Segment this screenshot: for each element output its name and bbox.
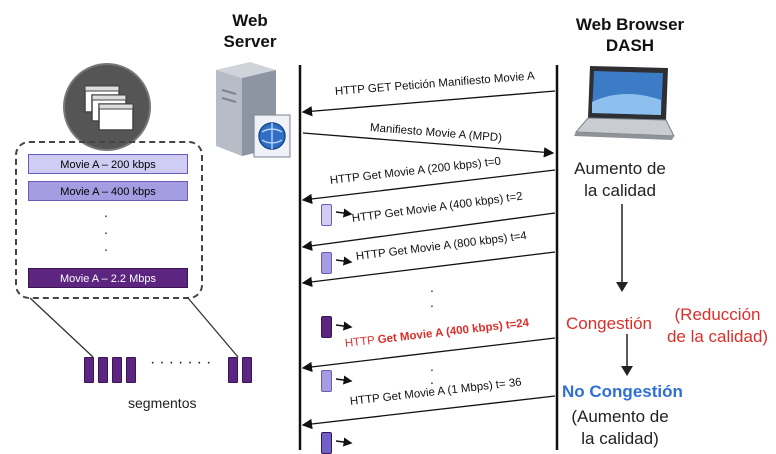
ellipsis-dot: . bbox=[104, 204, 108, 220]
segment bbox=[98, 357, 108, 383]
aumento-calidad-label: Aumento de la calidad bbox=[560, 158, 680, 202]
web-server-title-line1: Web bbox=[232, 11, 268, 30]
segment bbox=[126, 357, 136, 383]
segment-ellipsis: ······· bbox=[150, 354, 216, 371]
representation-2200: Movie A – 2.2 Mbps bbox=[28, 268, 188, 288]
reduccion-calidad-label: (Reducción de la calidad) bbox=[660, 304, 775, 348]
segment bbox=[228, 357, 238, 383]
down-arrow bbox=[621, 334, 633, 376]
segment bbox=[242, 357, 252, 383]
segment bbox=[84, 357, 94, 383]
down-arrow bbox=[616, 204, 628, 292]
no-congestion-label: No Congestión bbox=[562, 382, 683, 401]
received-segment bbox=[321, 370, 332, 392]
reduccion-line2: de la calidad) bbox=[666, 327, 769, 346]
web-server-title: Web Server bbox=[200, 10, 300, 52]
aumento-calidad-label-2: (Aumento de la calidad) bbox=[560, 406, 680, 450]
ellipsis-dot: . bbox=[104, 221, 108, 237]
ellipsis-dot: . bbox=[430, 358, 434, 374]
ellipsis-dot: . bbox=[430, 371, 434, 387]
received-segment bbox=[321, 252, 332, 274]
received-segment bbox=[321, 316, 332, 338]
windows-icon bbox=[62, 62, 152, 152]
representation-400: Movie A – 400 kbps bbox=[28, 181, 188, 201]
aumento2-line2: la calidad) bbox=[581, 429, 659, 448]
web-server-title-line2: Server bbox=[223, 32, 277, 51]
ellipsis-dot: . bbox=[430, 294, 434, 310]
aumento-line2: la calidad bbox=[584, 181, 656, 200]
web-browser-title: Web Browser DASH bbox=[565, 14, 695, 56]
congestion-label: Congestión bbox=[566, 314, 653, 333]
segment bbox=[112, 357, 122, 383]
received-segment bbox=[321, 204, 332, 226]
aumento-line1: Aumento de bbox=[574, 159, 666, 178]
server-icon bbox=[208, 60, 298, 170]
web-browser-title-line1: Web Browser bbox=[575, 15, 685, 34]
aumento2-line1: (Aumento de bbox=[571, 407, 669, 426]
web-browser-title-line2: DASH bbox=[605, 36, 655, 55]
representations-box bbox=[15, 141, 203, 299]
segmentos-label: segmentos bbox=[128, 395, 197, 411]
ellipsis-dot: . bbox=[104, 238, 108, 254]
reduccion-line1: (Reducción bbox=[674, 305, 761, 324]
ellipsis-dot: . bbox=[430, 279, 434, 295]
laptop-icon bbox=[568, 62, 678, 144]
representation-200: Movie A – 200 kbps bbox=[28, 154, 188, 174]
